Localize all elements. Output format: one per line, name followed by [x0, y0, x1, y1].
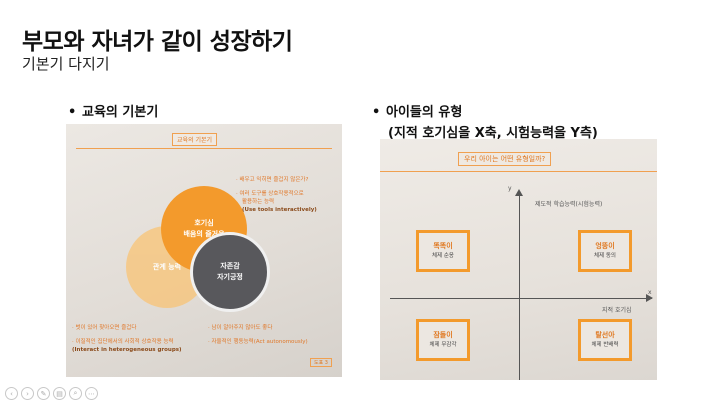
y-axis-label: 제도적 학습능력(시험능력): [535, 201, 603, 208]
x-axis-label: 지적 호기심: [602, 307, 632, 314]
quadrant-name: 탈선아: [595, 331, 615, 339]
circle-sublabel: 배움의 즐거움: [183, 230, 225, 238]
circle-sublabel: 자기긍정: [217, 273, 243, 281]
photo-tag: 우리 아이는 어떤 유형일까?: [458, 152, 552, 166]
more-icon[interactable]: ⋯: [85, 387, 98, 400]
note: (Interact in heterogeneous groups): [72, 347, 182, 353]
y-axis: [519, 191, 520, 380]
y-axis-letter: y: [508, 185, 512, 192]
header-rule: [380, 171, 657, 172]
photo-footer: 도표 3: [310, 358, 332, 367]
slideshow-toolbar: ‹ › ✎ ▤ ⌕ ⋯: [5, 387, 98, 400]
quadrant-top-left: 똑똑이 체제 순응: [416, 230, 470, 272]
slide-title: 부모와 자녀가 같이 성장하기: [22, 29, 293, 55]
quadrant-desc: 체제 반배력: [591, 342, 619, 348]
bullet-label: 아이들의 유형: [386, 105, 463, 120]
quadrant-bottom-left: 잠돌이 체제 무감각: [416, 319, 470, 361]
next-icon[interactable]: ›: [21, 387, 34, 400]
child-types-photo: 우리 아이는 어떤 유형일까? y 제도적 학습능력(시험능력) x 지적 호기…: [380, 139, 657, 380]
x-axis-letter: x: [648, 289, 652, 296]
note: · 남이 알아주지 않아도 좋다: [208, 325, 273, 331]
bullet-child-types: • 아이들의 유형: [372, 101, 462, 120]
bullet-education-basics: • 교육의 기본기: [68, 101, 158, 120]
bullet-dot: •: [372, 105, 381, 120]
pen-icon[interactable]: ✎: [37, 387, 50, 400]
note: · 벗이 있어 찾아오면 즐겁다: [72, 325, 137, 331]
circle-self-esteem: 자존감 자기긍정: [190, 232, 270, 312]
bullet-subtext: (지적 호기심을 X축, 시험능력을 Y측): [388, 126, 598, 141]
prev-icon[interactable]: ‹: [5, 387, 18, 400]
quadrant-name: 엉뚱이: [595, 242, 615, 250]
circle-label: 호기심: [194, 219, 214, 227]
quadrant-bottom-right: 탈선아 체제 반배력: [578, 319, 632, 361]
note: · 이질적인 집단에서의 사회적 상호작용 능력: [72, 339, 174, 345]
y-axis-arrow: [515, 189, 523, 196]
circle-label: 자존감: [220, 262, 240, 270]
quadrant-name: 잠돌이: [433, 331, 453, 339]
photo-tag: 교육의 기본기: [172, 133, 218, 146]
bullet-label: 교육의 기본기: [82, 105, 159, 120]
circle-label: 관계 능력: [152, 262, 182, 271]
education-basics-photo: 교육의 기본기 관계 능력 호기심 배움의 즐거움 자존감 자기긍정 · 배우고…: [66, 124, 342, 377]
note: · 배우고 익히면 즐겁지 않은가?: [236, 177, 309, 183]
quadrant-name: 똑똑이: [433, 242, 453, 250]
slide-subtitle: 기본기 다지기: [22, 55, 110, 73]
bullet-dot: •: [68, 105, 77, 120]
quadrant-desc: 체제 순응: [432, 253, 454, 259]
x-axis-arrow: [646, 294, 653, 302]
header-rule: [76, 148, 332, 149]
x-axis: [390, 298, 652, 299]
note: 활용하는 능력: [242, 199, 275, 205]
quadrant-desc: 체제 무감각: [429, 342, 457, 348]
note: · 자율적인 행동능력(Act autonomously): [208, 339, 308, 345]
note: (Use tools interactively): [242, 207, 317, 213]
slides-icon[interactable]: ▤: [53, 387, 66, 400]
quadrant-desc: 체제 동의: [594, 253, 616, 259]
quadrant-top-right: 엉뚱이 체제 동의: [578, 230, 632, 272]
note: · 여러 도구를 상호작용적으로: [236, 191, 304, 197]
zoom-icon[interactable]: ⌕: [69, 387, 82, 400]
